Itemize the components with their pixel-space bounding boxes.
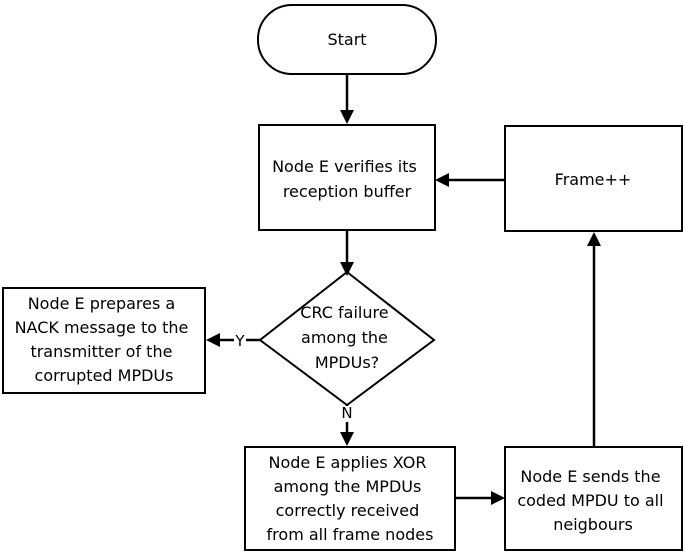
xor-line-3: correctly received: [276, 501, 420, 520]
svg-text:Node E verifies its rece: Node E verifies its reception buffer: [272, 157, 422, 201]
svg-text:Node E sends the coded M: Node E sends the coded MPDU to all neigb…: [517, 467, 668, 534]
arrow-verify-to-decision: [340, 230, 354, 276]
nack-box: Node E prepares a NACK message to the tr…: [2, 287, 206, 394]
verify-line-2: reception buffer: [283, 182, 412, 201]
send-line-1: Node E sends the: [520, 467, 660, 486]
no-label: N: [341, 404, 352, 422]
frame-label: Frame++: [555, 170, 632, 189]
arrow-frame-to-verify: [435, 173, 505, 187]
start-label: Start: [327, 30, 366, 49]
svg-text:Frame++: Frame++: [555, 170, 632, 189]
nack-line-3: transmitter of the: [30, 342, 172, 361]
start-terminator: Start: [257, 4, 437, 75]
yes-label: Y: [234, 332, 245, 350]
verify-line-1: Node E verifies its: [272, 157, 417, 176]
xor-box: Node E applies XOR among the MPDUs corre…: [244, 446, 456, 551]
arrow-decision-yes-to-nack: Y: [206, 332, 260, 350]
svg-text:N: N: [341, 404, 352, 422]
decision-line-1: CRC failure: [300, 303, 388, 322]
send-line-2: coded MPDU to all: [517, 491, 663, 510]
nack-line-2: NACK message to the: [15, 318, 189, 337]
xor-line-2: among the MPDUs: [274, 477, 422, 496]
svg-text:Node E prepares a NACK m: Node E prepares a NACK message to the tr…: [15, 294, 194, 385]
nack-line-4: corrupted MPDUs: [35, 366, 174, 385]
svg-text:Node E applies XOR among: Node E applies XOR among the MPDUs corre…: [267, 453, 434, 544]
arrow-send-to-frame: [587, 232, 601, 447]
decision-line-3: MPDUs?: [315, 353, 379, 372]
send-line-3: neigbours: [553, 515, 633, 534]
xor-line-4: from all frame nodes: [267, 525, 434, 544]
arrow-xor-to-send: [455, 491, 505, 505]
crc-decision-diamond: CRC failure among the MPDUs?: [258, 270, 436, 407]
nack-line-1: Node E prepares a: [28, 294, 176, 313]
frame-increment-box: Frame++: [504, 125, 683, 232]
svg-text:CRC failure among the: CRC failure among the MPDUs?: [300, 303, 393, 372]
svg-text:Y: Y: [234, 332, 245, 350]
send-box: Node E sends the coded MPDU to all neigb…: [504, 446, 683, 551]
arrow-start-to-verify: [340, 74, 354, 124]
xor-line-1: Node E applies XOR: [268, 453, 426, 472]
decision-line-2: among the: [301, 328, 388, 347]
verify-buffer-box: Node E verifies its reception buffer: [258, 124, 436, 231]
arrow-decision-no-to-xor: N: [340, 404, 354, 446]
svg-text:Start: Start: [327, 30, 366, 49]
